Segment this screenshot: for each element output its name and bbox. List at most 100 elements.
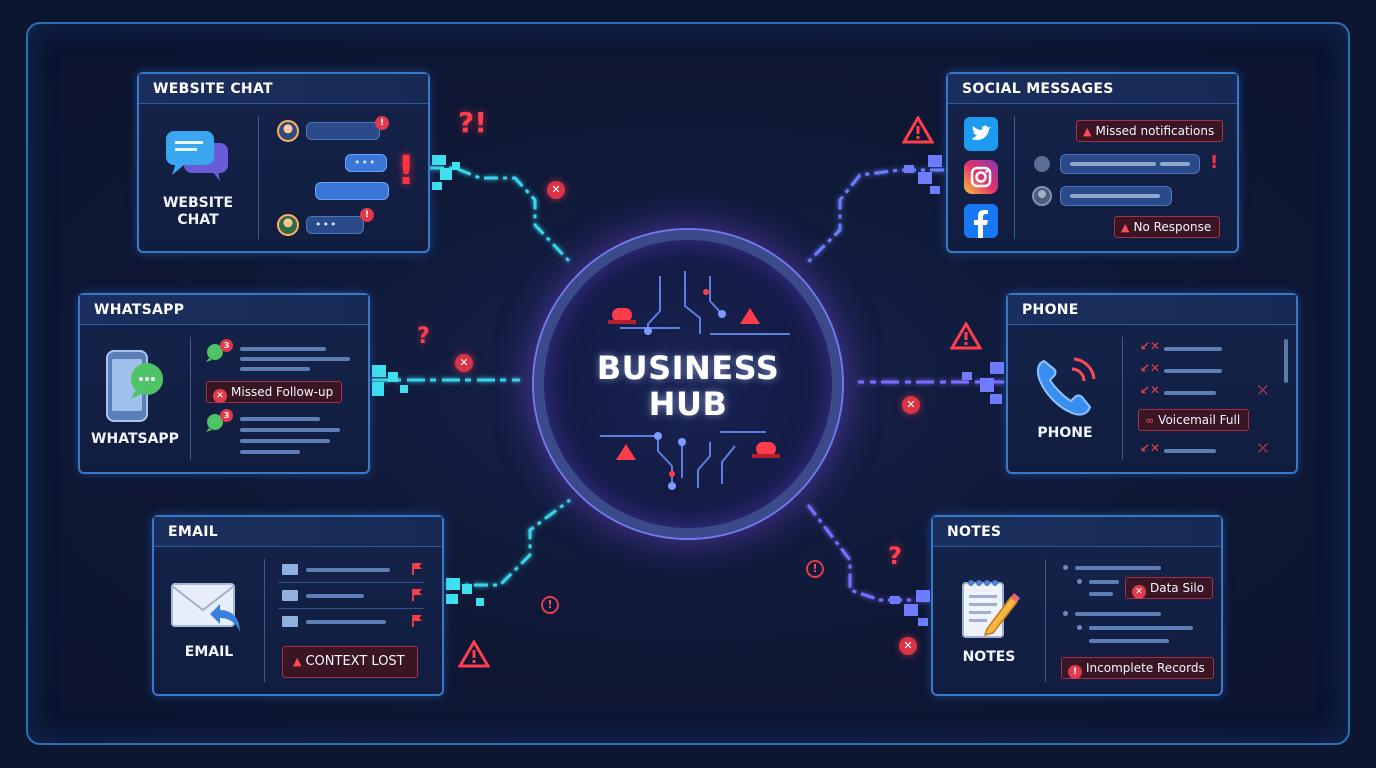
call-failed-icon: ⤫ [1258,441,1268,455]
data-silo-text: Data Silo [1150,581,1205,595]
unread-count-badge: 3 [220,409,233,422]
whatsapp-panel[interactable]: WHATSAPP WHATSAPP 3 ✕Missed Follow-up 3 [78,293,370,474]
email-panel[interactable]: EMAIL EMAIL ▲CONTEXT LOST [152,515,444,696]
business-hub-ring [534,230,842,538]
whatsapp-header: WHATSAPP [80,295,368,325]
message-line [240,347,326,351]
voicemail-full-badge: ∞Voicemail Full [1138,409,1250,431]
note-line [1089,580,1119,584]
error-x-icon: ✕ [547,181,565,199]
message-line [1070,194,1160,198]
phone-label: PHONE [1037,425,1093,441]
missed-call-icon: ↙✕ [1140,361,1161,375]
missed-call-icon: ↙✕ [1140,441,1161,455]
voicemail-full-text: Voicemail Full [1158,413,1241,427]
website-chat-panel[interactable]: WEBSITE CHAT WEBSITE CHAT ! ••• ! ••• ! [137,72,430,253]
email-line [306,620,386,624]
notes-label: NOTES [962,649,1016,665]
phone-panel[interactable]: PHONE PHONE ↙✕ ↙✕ ↙✕ ⤫ ∞Voicemail Full ↙… [1006,293,1298,474]
hub-title: BUSINESS HUB [534,350,842,422]
website-chat-label-line2: CHAT [177,211,219,228]
missed-call-icon: ↙✕ [1140,383,1161,397]
missed-call-icon: ↙✕ [1140,339,1161,353]
phone-source: PHONE [1008,325,1122,472]
email-separator [278,582,424,583]
red-flag-icon [412,563,422,575]
envelope-icon [282,564,298,575]
instagram-icon [964,160,998,195]
message-line [1070,162,1156,166]
notification-badge: ! [375,116,389,130]
email-label: EMAIL [184,644,234,660]
email-divider [264,559,265,682]
missed-follow-up-text: Missed Follow-up [231,385,334,399]
bullet [1077,625,1082,630]
website-chat-header: WEBSITE CHAT [139,74,428,104]
whatsapp-label: WHATSAPP [91,431,179,447]
alert-exclamation-mark: ! [397,148,416,194]
note-line [1089,626,1193,630]
missed-notifications-badge: ▲Missed notifications [1076,120,1224,142]
notes-panel[interactable]: NOTES NOTES ✕Data Silo !Incomplete Recor… [931,515,1223,696]
email-line [306,568,390,572]
link-website-chat [430,166,572,264]
typing-bubble: ••• [345,154,387,172]
call-line [1164,391,1216,395]
facebook-icon [964,204,998,239]
unread-count-badge: 3 [220,339,233,352]
message-line [240,428,340,432]
question-exclaim-mark: ?! [458,106,488,139]
data-silo-badge: ✕Data Silo [1125,577,1214,599]
link-notes [806,504,930,602]
bullet [1063,565,1068,570]
note-line [1089,592,1113,596]
avatar [277,120,299,142]
website-chat-label-line1: WEBSITE [162,194,234,211]
envelope-icon [282,616,298,627]
chat-message-bubble [306,122,380,140]
social-divider [1014,116,1015,239]
notepad-pencil-icon [962,580,1020,638]
warning-triangle-icon: ▲ [293,655,302,668]
warning-triangle-icon [902,116,934,144]
call-line [1164,369,1222,373]
note-line [1075,612,1161,616]
whatsapp-divider [190,337,191,460]
error-circle-icon: ! [806,560,824,578]
missed-notifications-text: Missed notifications [1095,124,1215,138]
smartphone-chat-icon [106,350,163,422]
no-response-text: No Response [1133,220,1212,234]
hub-circuit-icon [600,271,790,490]
error-x-icon: ✕ [455,354,473,372]
envelope-icon [282,590,298,601]
chat-bubble-icon [206,344,223,362]
website-chat-divider [258,116,259,239]
note-line [1075,566,1161,570]
link-email [446,498,571,587]
website-chat-source: WEBSITE CHAT [139,104,257,251]
warning-triangle-icon [458,640,490,668]
call-line [1164,449,1216,453]
alarm-light-icon [752,442,780,458]
message-line [1160,162,1190,166]
chat-avatar [1034,156,1050,172]
social-sources [948,104,1014,251]
red-flag-icon [412,615,422,627]
question-mark: ? [888,542,902,570]
call-line [1164,347,1222,351]
whatsapp-source: WHATSAPP [80,325,190,472]
error-x-icon: ✕ [899,637,917,655]
call-failed-icon: ⤫ [1258,383,1268,397]
scrollbar[interactable] [1284,339,1288,383]
warning-triangle-icon: ▲ [1121,221,1130,234]
note-line [1089,639,1169,643]
phone-divider [1122,337,1123,460]
bullet [1077,579,1082,584]
context-lost-text: CONTEXT LOST [305,654,405,669]
phone-header: PHONE [1008,295,1296,325]
incomplete-records-text: Incomplete Records [1086,661,1205,675]
warning-triangle-icon [950,322,982,350]
message-line [240,417,320,421]
social-messages-panel[interactable]: SOCIAL MESSAGES ▲Missed notifications ! … [946,72,1239,253]
alarm-light-icon [608,308,636,324]
